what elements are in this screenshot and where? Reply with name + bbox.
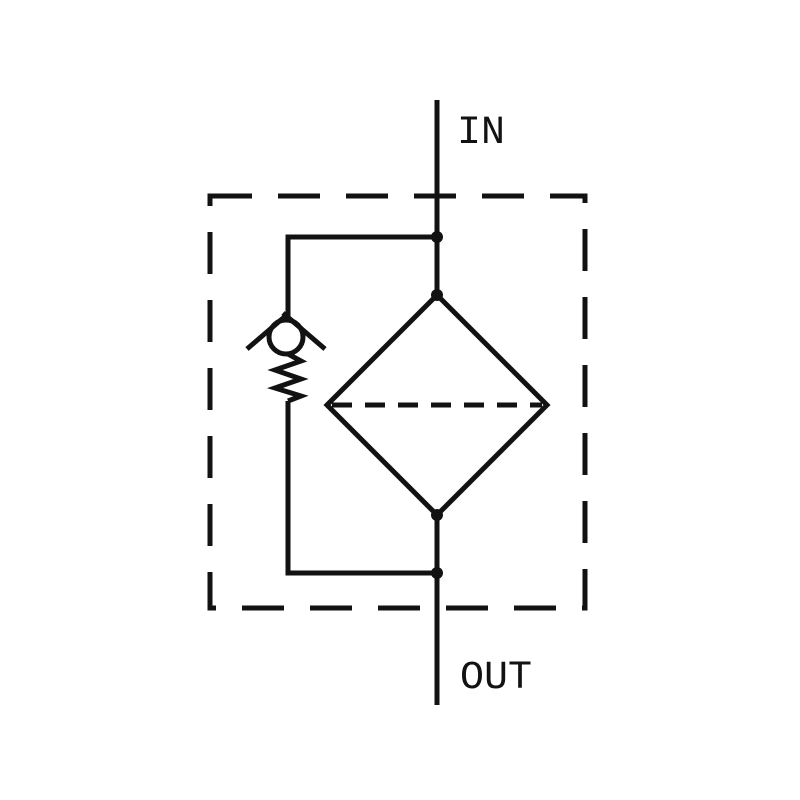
bypass-bottom-line	[285, 401, 437, 576]
out-port-label: OUT	[460, 656, 532, 701]
enclosure-dashed-border	[207, 193, 588, 611]
in-port-label: IN	[457, 111, 505, 156]
junction-dot-diamond-bottom	[431, 509, 443, 521]
junction-dot-diamond-top	[431, 289, 443, 301]
bypass-top-line	[285, 234, 437, 320]
spring-zigzag	[266, 351, 309, 404]
junction-dot-top	[431, 231, 443, 243]
check-valve-ball	[266, 317, 306, 357]
junction-dot-bottom	[431, 567, 443, 579]
